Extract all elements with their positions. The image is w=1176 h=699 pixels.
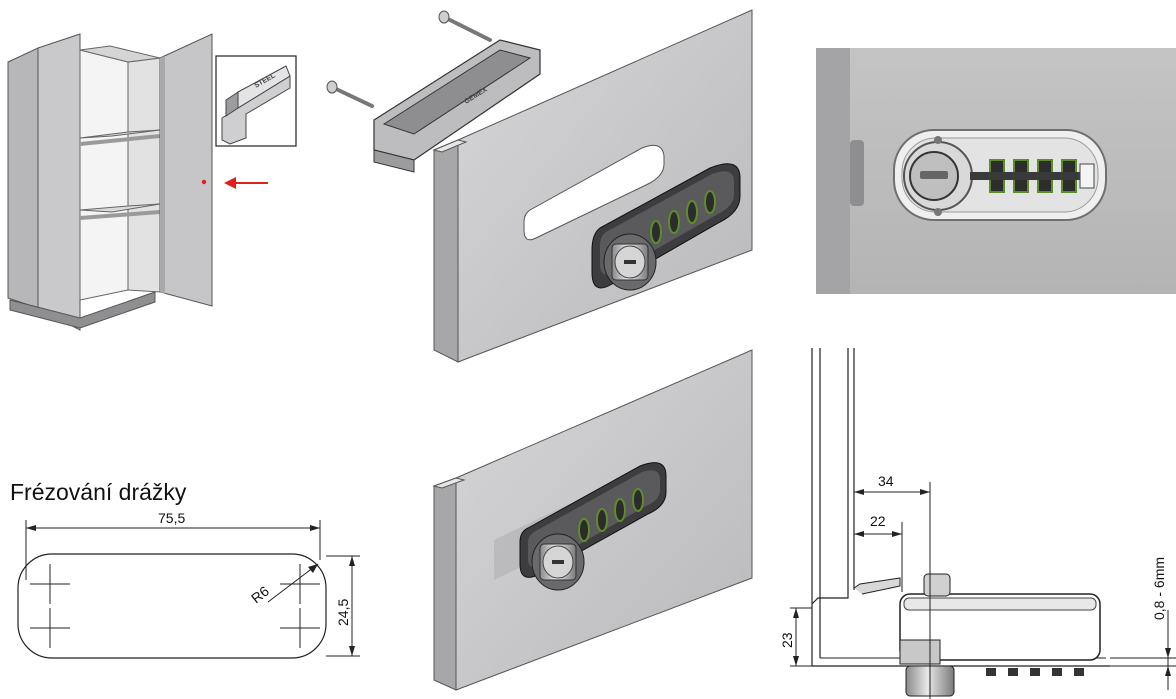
combination-dials-assembled bbox=[578, 488, 644, 542]
dim-radius-r6: R6 bbox=[248, 583, 272, 607]
assembled-lock-illustration bbox=[432, 349, 753, 691]
groove-center-marks bbox=[30, 564, 320, 648]
lock-dial-teeth bbox=[986, 668, 1084, 676]
dim-height-24-5: 24,5 bbox=[335, 599, 351, 626]
combination-dials-photo bbox=[970, 159, 1095, 193]
red-indicator-arrow bbox=[224, 177, 268, 189]
side-section-drawing: 34 22 23 0,8 - 6mm bbox=[779, 348, 1176, 699]
dim-34: 34 bbox=[878, 473, 894, 489]
dim-thickness: 0,8 - 6mm bbox=[1151, 557, 1167, 620]
groove-milling-title: Frézování drážky bbox=[10, 479, 187, 505]
screw-left bbox=[326, 80, 374, 108]
key-cylinder-assembled bbox=[531, 533, 585, 591]
door-profile-inset: STEEL bbox=[215, 55, 297, 147]
rear-housing: GEMEX bbox=[373, 39, 541, 173]
lock-position-dot bbox=[201, 179, 207, 185]
installed-lock-photo bbox=[816, 48, 1176, 294]
dim-length-75-5: 75,5 bbox=[158, 510, 185, 526]
groove-outline bbox=[17, 553, 327, 659]
cabinet-illustration: STEEL bbox=[7, 33, 297, 331]
key-cylinder-top bbox=[603, 233, 657, 291]
dim-22: 22 bbox=[870, 513, 886, 529]
exploded-assembly-illustration: GEMEX bbox=[326, 9, 753, 363]
dim-23: 23 bbox=[779, 632, 795, 648]
screw-top bbox=[438, 10, 492, 42]
groove-milling-drawing: Frézování drážky 75,5 R6 24,5 bbox=[10, 479, 360, 659]
door-sheet-top bbox=[432, 9, 753, 363]
combination-dials-top bbox=[650, 190, 716, 244]
front-lock-top bbox=[591, 163, 741, 291]
